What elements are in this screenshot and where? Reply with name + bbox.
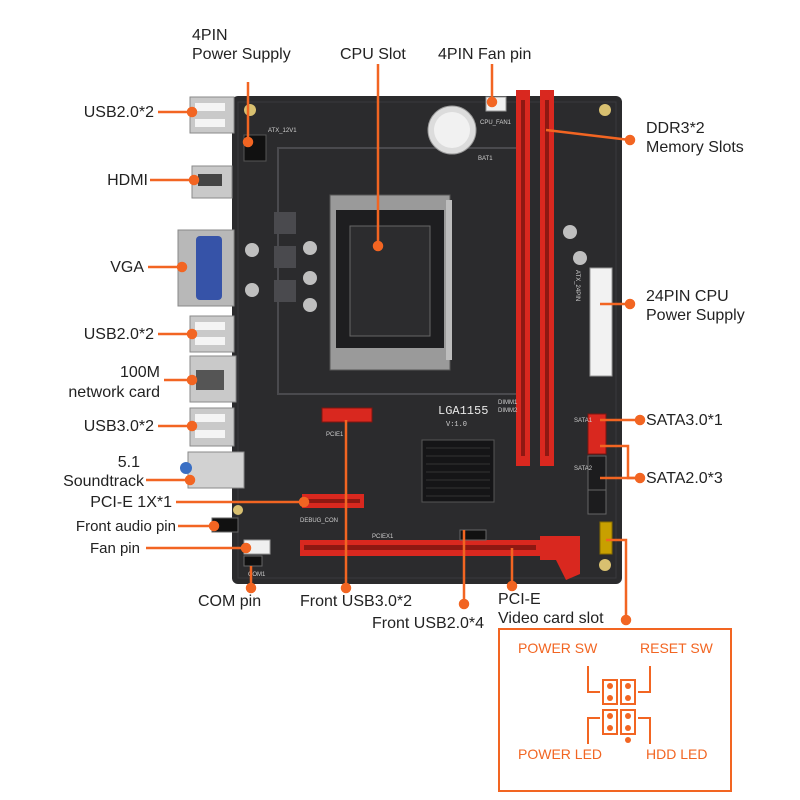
capacitor [245,283,259,297]
usb2-top-port-inner [195,103,225,111]
label-sata3: SATA3.0*1 [646,412,723,429]
audio-jack-block [187,451,245,489]
label-front-usb3: Front USB3.0*2 [300,593,413,610]
panel-power-led: POWER LED [518,746,603,762]
board-text-com: COM1 [248,572,266,578]
mount-hole [599,104,611,116]
label-4pin-fan: 4PIN Fan pin [438,46,532,63]
label-sound-2: Soundtrack [63,473,144,490]
board-text-pciex1: PCIEX1 [372,534,394,540]
pcie-1x-slot-groove [306,499,360,503]
board-text-debug: DEBUG_CON [300,518,338,524]
sata2-port [587,455,607,491]
cpu-socket-lid [349,225,431,337]
capacitor [245,243,259,257]
board-text-sata-a: SATA1 [574,418,593,424]
label-front-usb2: Front USB2.0*4 [372,615,485,632]
audio-jack [180,462,192,474]
usb2-mid-port-inner [195,337,225,345]
ddr3-slot-1-groove [521,100,525,456]
capacitor [303,241,317,255]
choke [274,280,296,302]
board-text-pcie1: PCIE1 [326,432,344,438]
hdmi-port-inner [198,174,222,186]
front-usb3-header [321,407,373,423]
leader-lines [146,64,646,626]
label-usb2-top: USB2.0*2 [83,104,154,121]
usb3-port-inner [195,430,225,438]
board-text-version: V:1.0 [446,421,467,429]
pcie-x16-slot-groove [304,545,536,550]
chipset-heatsink [421,439,495,503]
label-usb2-mid: USB2.0*2 [83,326,154,343]
pcie-x16-latch [540,536,580,580]
atx-24pin-connector [589,267,613,377]
board-text-socket: LGA1155 [438,404,488,418]
label-atx24-2: Power Supply [646,307,745,324]
vga-port [196,236,222,300]
choke [274,212,296,234]
capacitor [303,298,317,312]
panel-reset-sw: RESET SW [640,640,713,656]
usb3-port-inner [195,414,225,422]
label-4pin-power-2: Power Supply [192,46,291,63]
label-pcie-video-2: Video card slot [498,610,604,627]
socket-lever [446,200,452,360]
label-front-audio: Front audio pin [75,518,176,535]
label-pcie-video-1: PCI-E [498,591,541,608]
board-text-sata-b: SATA2 [574,466,593,472]
label-usb3: USB3.0*2 [83,418,154,435]
panel-power-sw: POWER SW [518,640,598,656]
label-ddr3-1: DDR3*2 [646,120,705,137]
board-text-bat: BAT1 [478,156,493,162]
label-network-2: network card [68,384,160,401]
capacitor [563,225,577,239]
mount-hole [233,505,243,515]
label-network-1: 100M [119,364,160,381]
usb2-top-port-inner [195,119,225,127]
board-text-atx24: ATX_24PIN [574,270,580,301]
board-text-atx12v: ATX_12V1 [268,128,297,134]
ddr3-slot-2-groove [545,100,549,456]
sata3-port [587,413,607,455]
front-panel-header [599,521,613,555]
board-text-cpufan: CPU_FAN1 [480,120,512,126]
cmos-battery-inner [434,112,470,148]
label-4pin-power-1: 4PIN [192,27,228,44]
pcb-texture [237,101,617,579]
capacitor [303,271,317,285]
label-fan-pin: Fan pin [89,540,140,557]
label-vga: VGA [110,259,144,276]
label-sound-1: 5.1 [117,454,140,471]
board-text-dimm1: DIMM1 [498,400,518,406]
choke [274,246,296,268]
front-usb2-header [459,529,487,541]
label-ddr3-2: Memory Slots [646,139,744,156]
label-hdmi: HDMI [107,172,148,189]
panel-pin-diagram [587,666,651,744]
label-sata2: SATA2.0*3 [646,470,723,487]
board-text-dimm2: DIMM2 [498,408,518,414]
front-panel-pinout: POWER SW RESET SW POWER LED HDD LED [498,628,732,792]
ethernet-port-inner [196,370,224,390]
com-header [243,555,263,567]
mount-hole [244,104,256,116]
label-atx24-1: 24PIN CPU [646,288,729,305]
capacitor [573,251,587,265]
usb2-mid-port-inner [195,322,225,330]
panel-hdd-led: HDD LED [646,746,708,762]
label-com-pin: COM pin [198,593,262,610]
label-pcie-1x: PCI-E 1X*1 [90,494,172,511]
sata2-port [587,489,607,515]
label-cpu-slot: CPU Slot [340,46,406,63]
heatsink-fins [426,447,490,497]
mount-hole [599,559,611,571]
usb2-top-port [189,96,235,134]
